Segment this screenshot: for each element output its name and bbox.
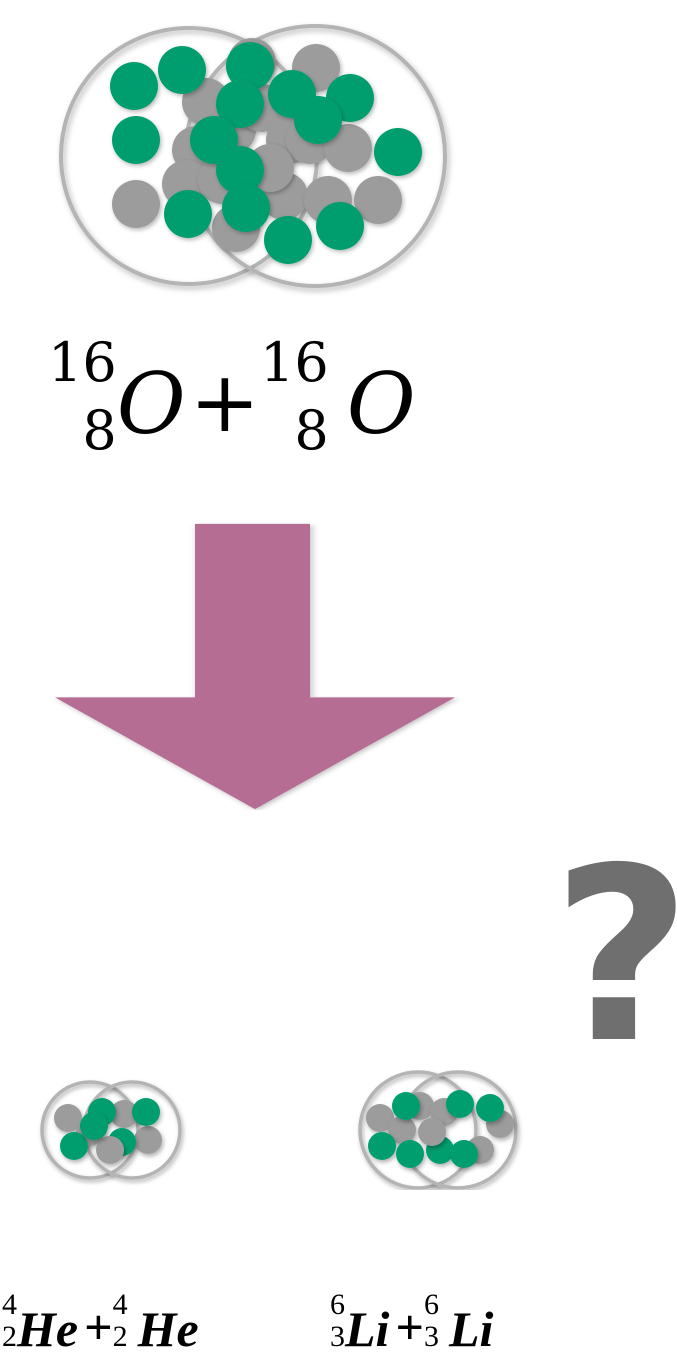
- proton: [132, 1098, 160, 1126]
- neutron: [418, 1118, 446, 1146]
- proton: [158, 46, 206, 94]
- mass-number: 6: [330, 1290, 345, 1320]
- atomic-number: 3: [424, 1322, 439, 1352]
- atomic-number: 2: [2, 1322, 17, 1352]
- proton: [374, 128, 422, 176]
- neutron: [96, 1136, 124, 1164]
- proton: [164, 190, 212, 238]
- atomic-number: 2: [113, 1322, 128, 1352]
- element-symbol: He: [17, 1304, 78, 1354]
- oxygen-collision-nuclei: [0, 0, 677, 320]
- atomic-number: 8: [82, 404, 116, 458]
- proton: [446, 1090, 474, 1118]
- nucleons-oxygen: [110, 38, 422, 264]
- proton: [294, 96, 342, 144]
- proton: [264, 216, 312, 264]
- element-symbol: He: [138, 1304, 199, 1354]
- proton: [392, 1092, 420, 1120]
- mass-number: 16: [260, 336, 329, 390]
- proton: [316, 202, 364, 250]
- neutron: [134, 1126, 162, 1154]
- lithium-nuclei-pair: [340, 1070, 540, 1190]
- element-symbol: O: [117, 362, 186, 446]
- proton: [110, 62, 158, 110]
- arrow-shape: [55, 524, 455, 809]
- plus-operator: +: [395, 1302, 424, 1352]
- plus-operator: +: [84, 1302, 113, 1352]
- atomic-number: 3: [330, 1322, 345, 1352]
- nucleons-helium: [54, 1098, 162, 1164]
- element-symbol: Li: [345, 1304, 389, 1354]
- mass-number: 4: [2, 1290, 17, 1320]
- plus-operator: +: [190, 360, 260, 444]
- down-arrow: [0, 520, 520, 810]
- proton: [476, 1094, 504, 1122]
- proton: [80, 1112, 108, 1140]
- mass-number: 4: [113, 1290, 128, 1320]
- proton: [368, 1132, 396, 1160]
- proton: [60, 1132, 88, 1160]
- proton: [222, 184, 270, 232]
- helium-nuclei-pair: [30, 1070, 190, 1190]
- mass-number: 16: [48, 336, 117, 390]
- mass-number: 6: [424, 1290, 439, 1320]
- proton: [112, 116, 160, 164]
- atomic-number: 8: [294, 404, 328, 458]
- element-symbol: Li: [449, 1304, 493, 1354]
- proton: [450, 1140, 478, 1168]
- neutron: [112, 180, 160, 228]
- proton: [396, 1140, 424, 1168]
- nucleons-lithium: [366, 1090, 514, 1168]
- element-symbol: O: [347, 362, 416, 446]
- question-mark: ?: [552, 836, 677, 1076]
